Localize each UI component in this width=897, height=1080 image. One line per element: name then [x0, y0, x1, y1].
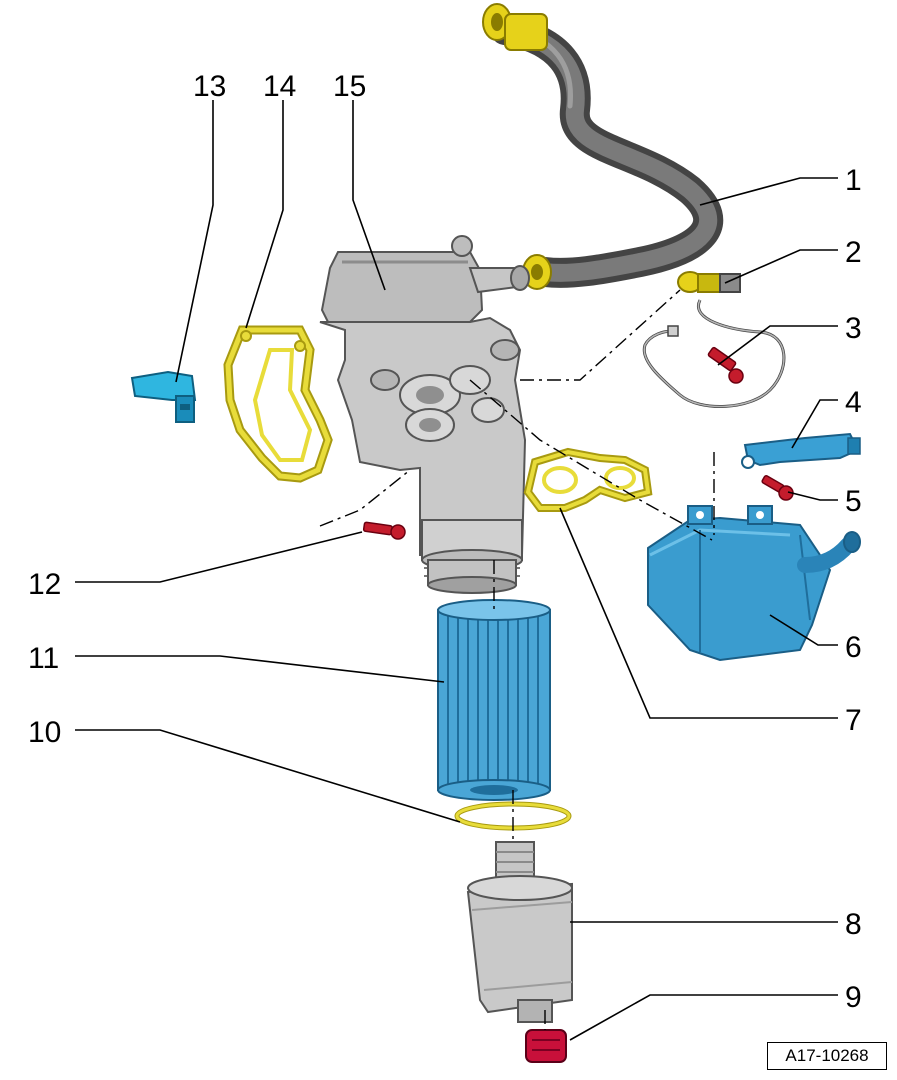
oil-cooler-icon — [647, 505, 861, 662]
oil-hose-icon — [482, 3, 724, 290]
bracket-icon — [741, 432, 861, 469]
callout-15: 15 — [333, 70, 366, 103]
callout-labels: 1 2 3 4 5 6 7 8 9 10 11 12 13 14 15 — [28, 70, 862, 1014]
callout-12: 12 — [28, 568, 61, 601]
assembly-lines — [319, 289, 715, 1030]
sensor-icon — [130, 370, 197, 423]
leader-lines — [75, 100, 838, 1041]
reference-code: A17-10268 — [767, 1042, 887, 1070]
oil-filter-element-icon — [437, 599, 551, 801]
callout-7: 7 — [845, 704, 862, 737]
callout-4: 4 — [845, 386, 862, 419]
gasket-icon — [223, 325, 333, 483]
bolt-icon — [761, 475, 794, 501]
callout-8: 8 — [845, 908, 862, 941]
callout-9: 9 — [845, 981, 862, 1014]
callout-10: 10 — [28, 716, 61, 749]
oil-pressure-switch-icon — [677, 271, 741, 293]
callout-2: 2 — [845, 236, 862, 269]
oil-filter-housing-icon — [319, 235, 530, 594]
bolt-icon — [362, 521, 406, 540]
filter-housing-cap-icon — [466, 841, 573, 1023]
oil-level-sender-icon — [642, 299, 786, 408]
callout-14: 14 — [263, 70, 296, 103]
callout-6: 6 — [845, 631, 862, 664]
callout-3: 3 — [845, 312, 862, 345]
drain-plug-icon — [525, 1029, 567, 1063]
callout-5: 5 — [845, 485, 862, 518]
callout-13: 13 — [193, 70, 226, 103]
callout-11: 11 — [28, 642, 59, 675]
callout-1: 1 — [845, 164, 862, 197]
gasket-icon — [523, 447, 653, 512]
